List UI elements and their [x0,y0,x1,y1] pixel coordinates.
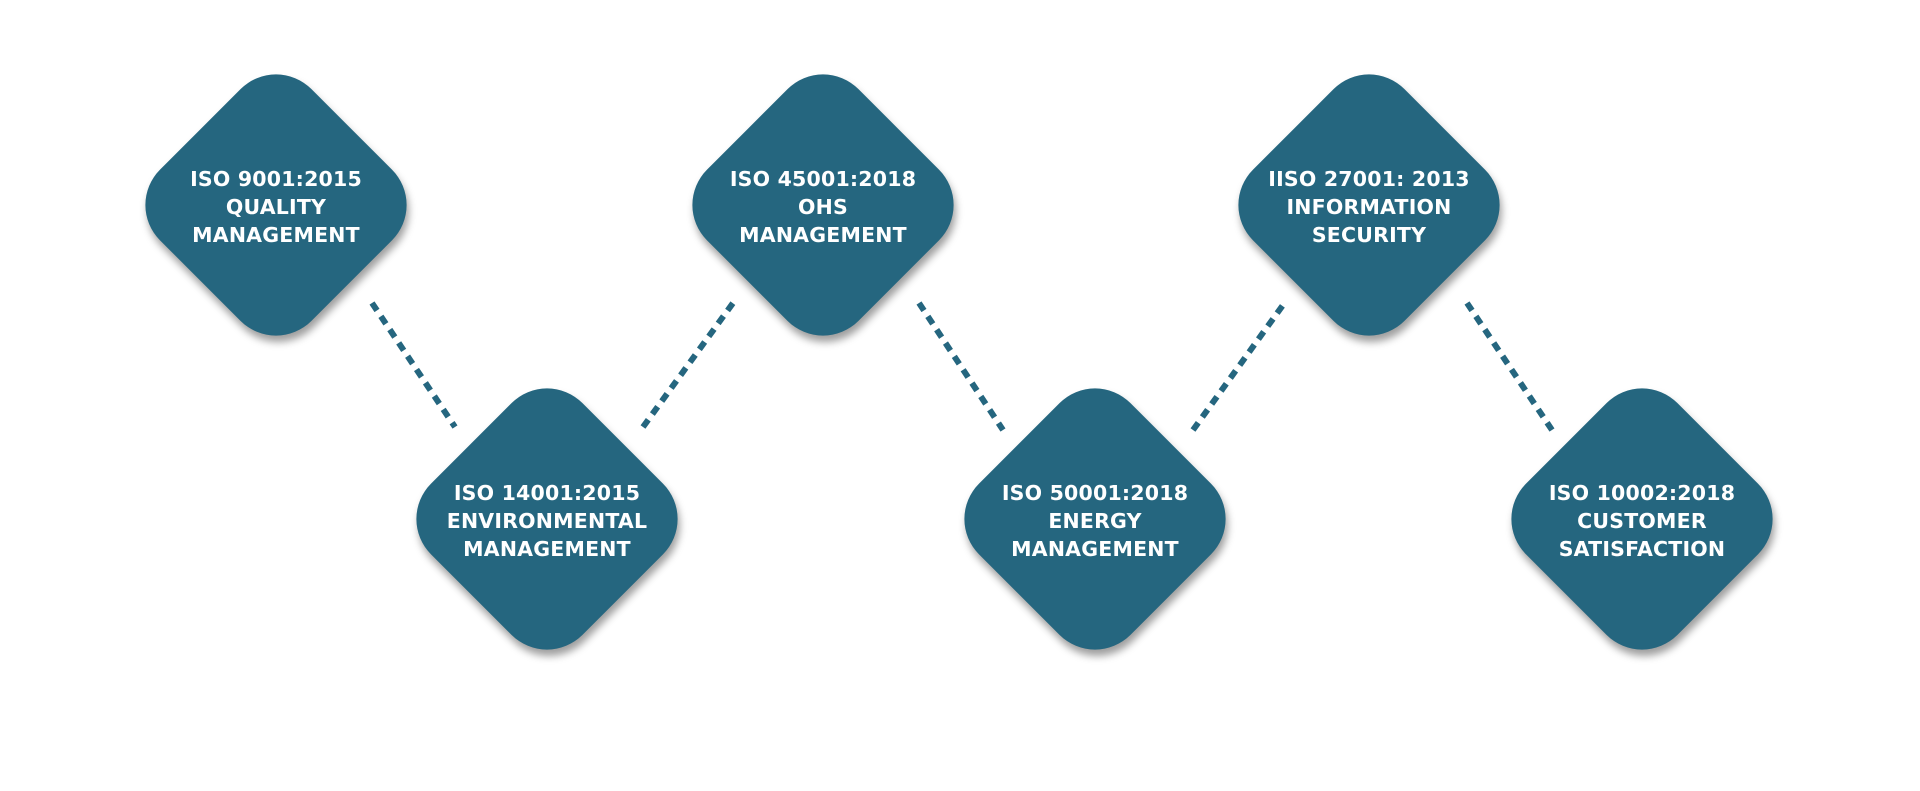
node-iso-10002: ISO 10002:2018 CUSTOMER SATISFACTION [1490,367,1794,671]
node-iso-9001: ISO 9001:2015 QUALITY MANAGEMENT [124,53,428,357]
node-iso-27001: IISO 27001: 2013 INFORMATION SECURITY [1217,53,1521,357]
node-title-line1: OHS [798,195,848,219]
node-title-line1: ENVIRONMENTAL [446,509,648,533]
node-label: ISO 50001:2018 ENERGY MANAGEMENT [965,479,1225,563]
node-title-line2: MANAGEMENT [1011,537,1179,561]
node-title-line2: MANAGEMENT [463,537,631,561]
connector-50001-27001 [1190,303,1286,432]
node-title-line2: SATISFACTION [1558,537,1726,561]
node-standard: ISO 10002:2018 [1548,481,1736,505]
node-label: ISO 14001:2015 ENVIRONMENTAL MANAGEMENT [417,479,677,563]
node-iso-50001: ISO 50001:2018 ENERGY MANAGEMENT [943,367,1247,671]
node-title-line1: ENERGY [1048,509,1142,533]
node-standard: ISO 9001:2015 [190,167,362,191]
node-title-line1: QUALITY [225,195,327,219]
node-iso-45001: ISO 45001:2018 OHS MANAGEMENT [671,53,975,357]
node-label: ISO 9001:2015 QUALITY MANAGEMENT [146,165,406,249]
node-standard: ISO 14001:2015 [453,481,641,505]
node-title-line2: SECURITY [1311,223,1427,247]
node-title-line2: MANAGEMENT [192,223,360,247]
node-title-line1: INFORMATION [1286,195,1452,219]
node-title-line2: MANAGEMENT [739,223,907,247]
node-label: IISO 27001: 2013 INFORMATION SECURITY [1239,165,1499,249]
node-label: ISO 45001:2018 OHS MANAGEMENT [693,165,953,249]
node-standard: IISO 27001: 2013 [1268,167,1470,191]
node-title-line1: CUSTOMER [1577,509,1707,533]
node-standard: ISO 45001:2018 [729,167,917,191]
node-standard: ISO 50001:2018 [1001,481,1189,505]
connector-9001-14001 [369,301,458,429]
node-label: ISO 10002:2018 CUSTOMER SATISFACTION [1512,479,1772,563]
node-iso-14001: ISO 14001:2015 ENVIRONMENTAL MANAGEMENT [395,367,699,671]
